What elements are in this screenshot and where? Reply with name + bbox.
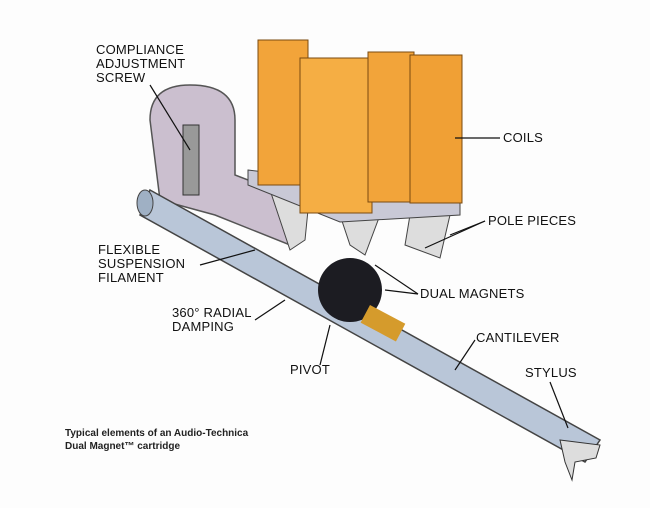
label-dual-magnets: DUAL MAGNETS (420, 286, 525, 301)
caption-line: Dual Magnet™ cartridge (65, 441, 181, 452)
label-line: ADJUSTMENT (96, 56, 186, 71)
caption-line: Typical elements of an Audio-Technica (65, 428, 249, 439)
label-cantilever: CANTILEVER (476, 330, 560, 345)
label-line: FLEXIBLE (98, 242, 161, 257)
label-line: SCREW (96, 70, 146, 85)
label-pivot: PIVOT (290, 362, 331, 377)
stylus (559, 439, 601, 482)
label-stylus: STYLUS (525, 365, 577, 380)
label-line: FILAMENT (98, 270, 164, 285)
label-compliance-adjustment-screw: COMPLIANCE ADJUSTMENT SCREW (96, 43, 185, 85)
coils (257, 39, 463, 214)
compliance-screw (182, 124, 200, 196)
label-line: 360° RADIAL (172, 305, 252, 320)
label-radial-damping: 360° RADIAL DAMPING (172, 306, 252, 334)
leader-lines (149, 84, 569, 429)
caption: Typical elements of an Audio-Technica Du… (65, 427, 248, 453)
label-pole-pieces: POLE PIECES (488, 213, 577, 228)
dual-magnets (318, 258, 382, 322)
label-line: SUSPENSION (98, 256, 186, 271)
label-line: DAMPING (172, 319, 235, 334)
label-flexible-suspension-filament: FLEXIBLE SUSPENSION FILAMENT (98, 243, 185, 285)
label-line: COMPLIANCE (96, 42, 184, 57)
pole-piece (404, 214, 451, 259)
label-coils: COILS (503, 130, 544, 145)
